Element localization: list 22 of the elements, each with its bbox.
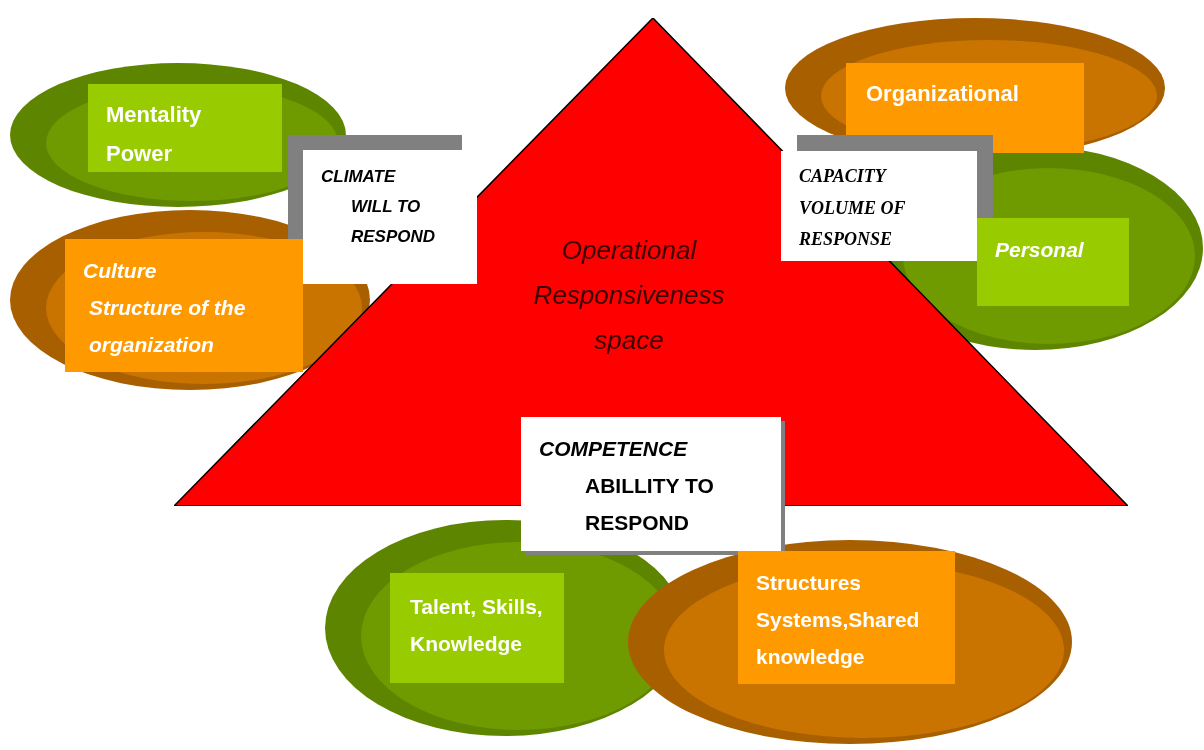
box-text: Personal (995, 237, 1085, 263)
box-text: Structures (756, 570, 863, 596)
box-text: VOLUME OF RESPONSE (799, 196, 907, 251)
box-text: Power (106, 139, 174, 168)
box-text: Talent, Skills, Knowledge (410, 594, 544, 657)
box-text: Structure of the organization (88, 294, 247, 358)
triangle-label: Operational Responsiveness space (532, 234, 726, 357)
box-text: CLIMATE (321, 166, 397, 188)
box-text: Organizational (866, 80, 1020, 108)
text-box (846, 63, 1084, 153)
box-text: CAPACITY (799, 165, 888, 188)
text-box (738, 551, 955, 684)
text-box (88, 84, 282, 172)
box-text: Culture (83, 258, 158, 284)
text-box (977, 218, 1129, 306)
text-box (390, 573, 564, 683)
box-text: Systems,Shared knowledge (756, 606, 921, 670)
box-text: WILL TO RESPOND (350, 195, 437, 248)
box-text: COMPETENCE (539, 436, 689, 462)
box-text: Mentality (106, 101, 203, 129)
box-text: ABILLITY TO RESPOND (584, 472, 715, 536)
text-box (65, 239, 303, 372)
